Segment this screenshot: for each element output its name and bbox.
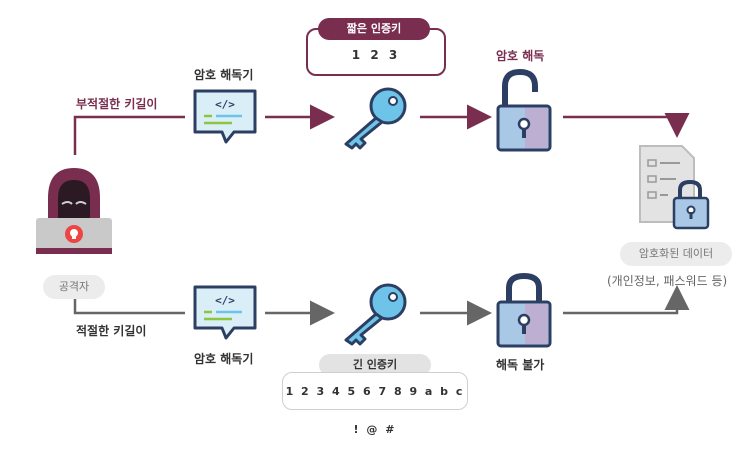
top-decoder-label: 암호 해독기 [194, 68, 254, 82]
long-key-value: 1 2 3 4 5 6 7 8 9 a b c ! @ # [285, 385, 465, 436]
code-decoder-icon: </> [193, 285, 257, 340]
top-connector-start [73, 115, 185, 155]
decoder-code-glyph: </> [215, 294, 235, 307]
bottom-result-label: 해독 불가 [496, 358, 545, 372]
key-icon [344, 283, 407, 346]
code-decoder-icon: </> [193, 89, 257, 144]
connector-lines [73, 104, 690, 326]
bottom-connector-start [73, 295, 185, 315]
short-key-value: 1 2 3 [351, 48, 401, 62]
bottom-condition-label: 적절한 키길이 [76, 324, 147, 338]
diagram: 부적절한 키길이 적절한 키길이 공격자 암호 해독기 </> </> 암호 해… [36, 18, 732, 436]
bottom-decoder-label: 암호 해독기 [194, 352, 254, 366]
encrypted-data-sublabel: (개인정보, 패스워드 등) [607, 274, 728, 288]
decoder-code-glyph: </> [215, 98, 235, 111]
top-condition-label: 부적절한 키길이 [76, 97, 158, 111]
long-key-box: 1 2 3 4 5 6 7 8 9 a b c ! @ # [282, 372, 468, 436]
unlocked-padlock-icon [496, 68, 552, 152]
top-result-label: 암호 해독 [496, 49, 545, 63]
top-arrow-to-data [563, 113, 690, 138]
key-icon [344, 87, 407, 150]
hooded-hacker-icon [36, 168, 112, 254]
encrypted-data-label: 암호화된 데이터 [620, 242, 732, 266]
long-key-title: 긴 인증키 [319, 354, 431, 376]
locked-document-icon [639, 145, 710, 230]
bottom-arrow-to-data [563, 285, 690, 315]
locked-padlock-icon [496, 272, 552, 348]
short-key-title: 짧은 인증키 [318, 18, 430, 40]
attacker-label: 공격자 [43, 275, 105, 299]
